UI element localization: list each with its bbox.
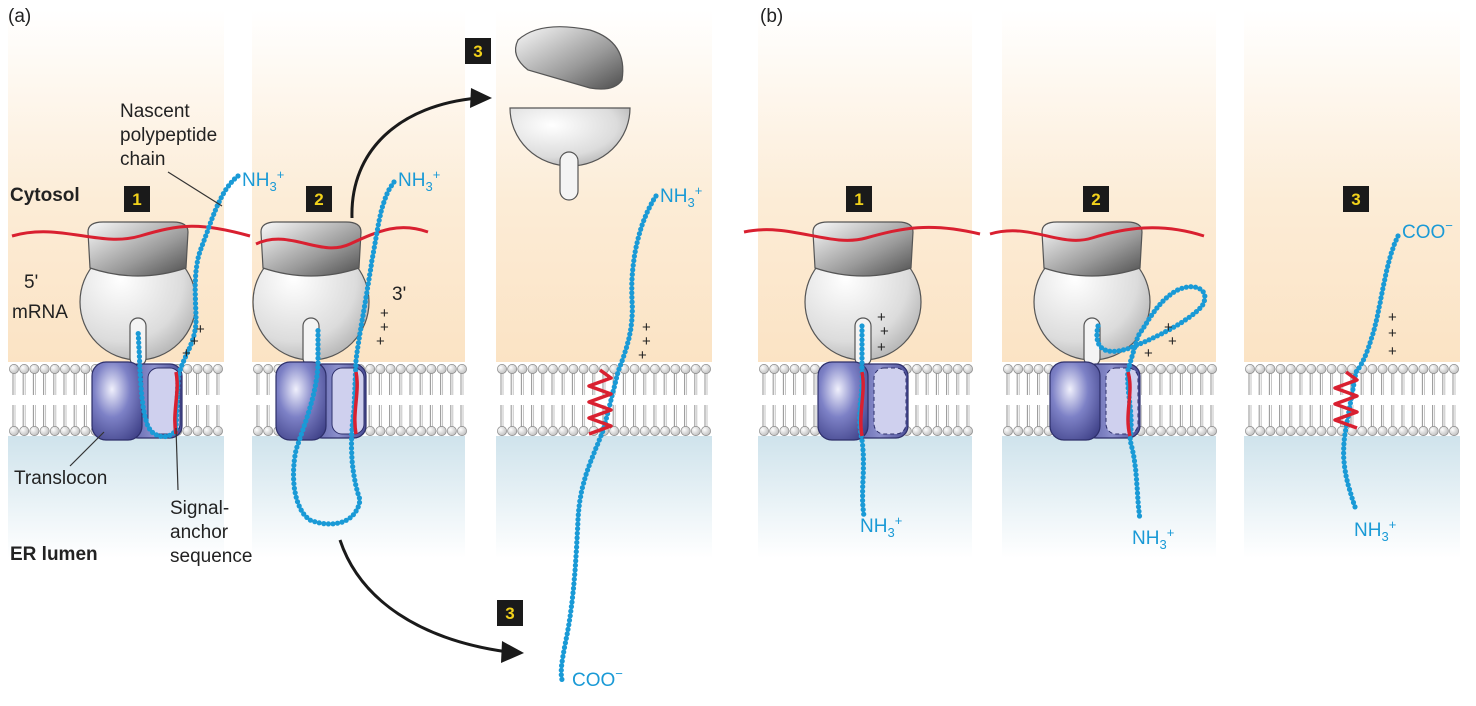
label-translocon: Translocon (14, 468, 107, 489)
mrna-strands (11, 224, 1205, 250)
arrowhead-top (470, 88, 492, 108)
svg-text:2: 2 (1091, 190, 1100, 209)
signal-anchor-a3 (587, 368, 613, 436)
coo-b3: COO− (1402, 218, 1453, 243)
step-a3-bottom: 3 (497, 600, 523, 626)
signal-anchor-b1 (859, 371, 865, 437)
svg-text:1: 1 (132, 190, 141, 209)
translocon-a1 (91, 361, 183, 441)
label-signal-1: Signal- (170, 498, 229, 519)
nh3-b1: NH3+ (860, 513, 902, 540)
arrowhead-bottom (501, 641, 524, 663)
charge-6-3: + (1388, 343, 1397, 360)
arrows (338, 88, 524, 663)
step-b2: 2 (1083, 186, 1109, 212)
charge-1-1: + (196, 321, 205, 338)
lumen-bg-5 (1002, 436, 1216, 558)
panel-label-b: (b) (760, 6, 783, 27)
step-a2: 2 (306, 186, 332, 212)
polypeptide-chains (135, 173, 1401, 683)
label-er-lumen: ER lumen (10, 544, 98, 565)
charge-6-1: + (1388, 309, 1397, 326)
ribosome-a1 (79, 221, 197, 367)
charge-3-1: + (642, 319, 651, 336)
ribosomes (79, 26, 1151, 367)
charge-4-1: + (877, 309, 886, 326)
charge-3-3: + (638, 347, 647, 364)
label-three-prime: 3' (392, 284, 406, 305)
translocons (91, 361, 1141, 441)
arrow-to-final-topology (338, 539, 509, 654)
label-nascent-3: chain (120, 149, 165, 170)
step-a3-top: 3 (465, 38, 491, 64)
step-b3: 3 (1343, 186, 1369, 212)
chain-termini: NH3+ NH3+ NH3+ NH3+ NH3+ NH3+ COO− COO− (242, 167, 1453, 691)
membrane-3 (497, 364, 711, 436)
nh3-b2: NH3+ (1132, 525, 1174, 552)
label-cytosol: Cytosol (10, 185, 80, 206)
charge-6-2: + (1388, 325, 1397, 342)
translocon-leader-line (69, 431, 105, 467)
label-mrna: mRNA (12, 302, 68, 323)
nh3-a1: NH3+ (242, 167, 284, 194)
nh3-b3: NH3+ (1354, 517, 1396, 544)
step-b1: 1 (846, 186, 872, 212)
label-five-prime: 5' (24, 272, 38, 293)
charge-5-1: + (1164, 319, 1173, 336)
ribosome-b2 (1033, 221, 1151, 367)
signal-anchor-b2 (1126, 371, 1132, 437)
charges: ++++++++++++++++++ (182, 305, 1397, 364)
signal-anchor-a2 (353, 371, 359, 435)
signal-leader-line (175, 427, 179, 491)
nh3-a3: NH3+ (660, 183, 702, 210)
charge-2-1: + (380, 305, 389, 322)
svg-text:3: 3 (505, 604, 514, 623)
charge-4-3: + (877, 339, 886, 356)
label-nascent-1: Nascent (120, 101, 190, 122)
mrna-b1 (743, 225, 981, 242)
ribosome-released (509, 26, 631, 201)
label-signal-2: anchor (170, 522, 229, 543)
charge-1-2: + (190, 333, 199, 350)
coo-a3: COO− (572, 666, 623, 691)
membranes (9, 364, 1459, 436)
charge-2-3: + (376, 333, 385, 350)
svg-text:1: 1 (854, 190, 863, 209)
lumen-bg-3 (496, 436, 712, 558)
compartment-backgrounds (8, 10, 1460, 558)
charge-5-3: + (1144, 345, 1153, 362)
charge-4-2: + (880, 323, 889, 340)
arrow-to-released-ribosome (350, 96, 479, 219)
mrna-b2 (989, 226, 1205, 242)
charge-2-2: + (380, 319, 389, 336)
nh3-a2: NH3+ (398, 167, 440, 194)
membrane-6 (1245, 364, 1459, 436)
mrna-a2 (255, 226, 429, 250)
ribosome-a2 (252, 221, 370, 367)
svg-text:2: 2 (314, 190, 323, 209)
label-signal-3: sequence (170, 546, 252, 567)
step-markers: 1 2 3 3 1 2 3 (124, 38, 1369, 626)
label-nascent-2: polypeptide (120, 125, 217, 146)
nascent-leader-line (167, 171, 223, 207)
chain-a3 (558, 193, 659, 683)
chain-a2 (290, 179, 397, 527)
signal-anchor-a1 (173, 371, 179, 435)
charge-3-2: + (642, 333, 651, 350)
svg-text:3: 3 (473, 42, 482, 61)
charge-5-2: + (1168, 333, 1177, 350)
lumen-bg-1 (8, 436, 224, 558)
charge-1-3: + (182, 345, 191, 362)
step-a1: 1 (124, 186, 150, 212)
svg-text:3: 3 (1351, 190, 1360, 209)
translocon-b1 (817, 361, 909, 441)
panel-label-a: (a) (8, 6, 31, 27)
signal-anchor-b3 (1333, 370, 1359, 430)
